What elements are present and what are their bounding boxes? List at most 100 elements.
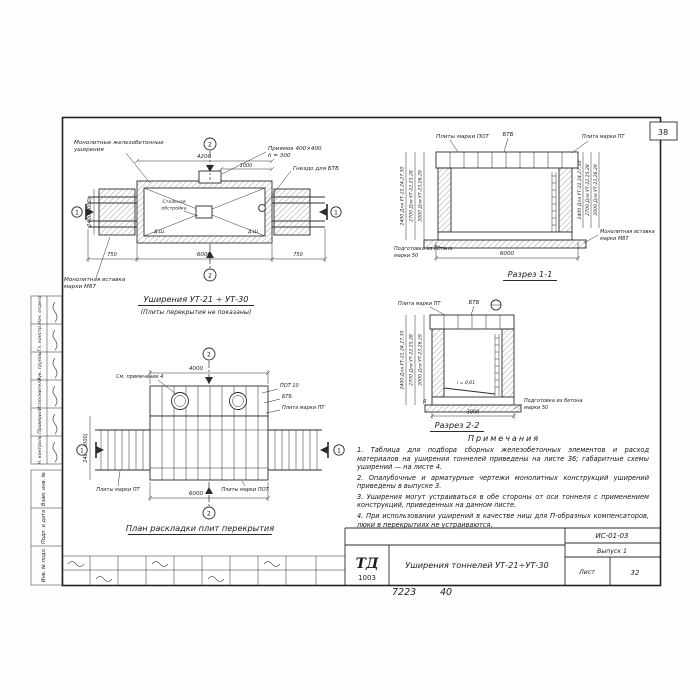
dim-label: 750 xyxy=(107,252,117,258)
label-btb: БТБ xyxy=(468,300,479,306)
plan-slab-layout-title: План раскладки плит перекрытия xyxy=(126,523,274,533)
label-slope: i = 0,01 xyxy=(457,380,475,386)
section-marker-2: 2 xyxy=(207,511,211,518)
section-1-1-title: Разрез 1-1 xyxy=(508,269,553,279)
label-concrete-prep: Подготовка из бетона xyxy=(394,246,453,252)
label-monolithic-widening: Монолитные железобетонные xyxy=(74,140,164,146)
stamp-logo: ТД xyxy=(356,556,379,572)
section-marker-2: 2 xyxy=(207,352,211,359)
dim-label: 2400 Для УТ-21,24,27,30 xyxy=(400,330,406,389)
dim-label: 6000 xyxy=(189,491,204,497)
slab-field xyxy=(149,415,269,481)
section-marker-1: 1 xyxy=(337,448,341,455)
section-2-2-title: Разрез 2-2 xyxy=(435,420,480,430)
label-monolithic-insert: марки М87 xyxy=(64,284,96,290)
section-marker-1: 1 xyxy=(334,210,338,217)
btb-nest xyxy=(258,204,266,212)
dim-label: 2400 Для УТ-21,24,27,30 xyxy=(577,160,583,219)
concrete-prep xyxy=(423,239,587,249)
plan-slab-layout: См. примечание 4 ПОТ 10 БТБ Плита марки … xyxy=(76,347,345,535)
signature-mark xyxy=(263,561,281,567)
stamp-logo-number: 1003 xyxy=(358,574,376,582)
label-btb-nest: Гнездо для БТБ xyxy=(293,166,339,172)
wall-right xyxy=(501,328,515,398)
label-steel-lining: обстройка xyxy=(161,206,186,212)
label-btb: БТБ xyxy=(282,394,292,400)
dim-label: 2700 Для УТ-22,25,28 xyxy=(585,164,591,216)
title-block: ТД 1003 Уширения тоннелей УТ-21÷УТ-30 ИС… xyxy=(62,527,660,585)
dim-label: 4200 xyxy=(197,154,212,160)
label-monolithic-insert: Монолитная вставка xyxy=(600,229,655,235)
section-marker-1: 1 xyxy=(80,448,84,455)
label-pit-height: h = 300 xyxy=(268,153,291,159)
monolithic-insert-right xyxy=(273,188,311,236)
stamp-field-label: Подп. и дата xyxy=(41,510,47,544)
dim-label: 3000 Для УТ-23,26,29 xyxy=(593,164,599,216)
dim-label: 750 xyxy=(293,252,303,258)
handwritten-number: 7223 xyxy=(392,587,416,598)
label-pt-slab: Плита марки ПТ xyxy=(282,405,325,411)
label-pt-slabs: Плиты марки ПТ xyxy=(96,487,140,493)
concrete-prep xyxy=(424,404,522,413)
left-stamp-fields: Взам. инв. № Подп. и дата Инв. № подл. xyxy=(30,469,63,586)
wall-left xyxy=(431,328,445,398)
monolithic-insert-left xyxy=(98,188,136,236)
label-concrete-prep: марки 50 xyxy=(394,253,418,259)
label-pt-slab: Плита марки ПТ xyxy=(398,301,441,307)
label-monolithic-widening: уширения xyxy=(73,147,104,153)
note-item: 2. Опалубочные и арматурные чертежи моно… xyxy=(357,473,649,491)
dim-label: 6000 xyxy=(500,251,515,257)
label-r: R xyxy=(423,399,426,405)
floor-slab xyxy=(437,231,573,241)
sheet-badge: 38 xyxy=(658,127,668,137)
note-item: 1. Таблица для подбора сборных железобет… xyxy=(357,446,649,472)
signature-mark xyxy=(151,561,169,567)
signature-mark xyxy=(52,441,58,463)
label-btb: БТБ xyxy=(502,132,513,138)
axis-label: Д.Ш. xyxy=(247,229,259,235)
stamp-field-label: Инв. № подл. xyxy=(41,548,47,583)
stamp-row-label: Проверил xyxy=(37,410,43,434)
signature-mark xyxy=(52,357,58,379)
issue-label: Выпуск 1 xyxy=(597,548,627,555)
hatch-opening xyxy=(171,392,189,410)
stamp-row-label: Гл. констр. xyxy=(37,325,43,352)
section-marker-2: 2 xyxy=(208,142,212,149)
stamp-field-label: Взам. инв. № xyxy=(41,472,47,506)
section-2-2: Плита марки ПТ БТБ i = 0,01 R Подготовка… xyxy=(398,299,583,432)
label-pot-slabs: Плиты марки ПОТ xyxy=(436,134,489,140)
document-code: ИС-01-03 xyxy=(596,532,629,540)
dim-label: 4000 xyxy=(189,366,204,372)
handwritten-number: 40 xyxy=(440,587,452,598)
wall-left xyxy=(437,167,452,233)
note-item: 4. При использовании уширений в качестве… xyxy=(357,511,649,529)
axis-label: Д.Ш. xyxy=(153,229,165,235)
dim-label: 2700 Для УТ-22,25,28 xyxy=(409,334,415,386)
label-pt-slab: Плита марки ПТ xyxy=(582,134,625,140)
sheet-number: 32 xyxy=(631,569,640,577)
plan-widening-title: Уширения УТ-21 ÷ УТ-30 xyxy=(143,294,248,304)
dim-label: 3000 Для УТ-23,26,29 xyxy=(418,334,424,386)
label-steel-lining: Стальная xyxy=(163,199,186,205)
dim-label: 3000 xyxy=(467,410,480,416)
label-pit: Приямок 400×400 xyxy=(268,146,322,152)
hatch-opening xyxy=(229,392,247,410)
signature-mark xyxy=(207,576,225,582)
signature-mark xyxy=(52,385,58,407)
slab-band xyxy=(149,385,269,417)
plan-widening-subtitle: (Плиты перекрытия не показаны) xyxy=(141,309,252,316)
section-marker-2: 2 xyxy=(208,273,212,280)
document-title: Уширения тоннелей УТ-21÷УТ-30 xyxy=(405,560,549,570)
signature-mark xyxy=(95,576,113,582)
floor-slab xyxy=(431,396,515,406)
stamp-row-label: Рук. группы xyxy=(37,351,43,380)
dim-label: 2400 Для УТ-21,24,27,30 xyxy=(400,166,406,225)
notes-block: Примечания 1. Таблица для подбора сборны… xyxy=(357,434,651,531)
stamp-row-label: Нач. отдела xyxy=(37,295,43,324)
sheet-label: Лист xyxy=(578,569,595,576)
label-concrete-prep: Подготовка из бетона xyxy=(524,398,583,404)
label-pot-slabs: Плиты марки ПОТ xyxy=(221,487,269,493)
signature-mark xyxy=(52,413,58,435)
